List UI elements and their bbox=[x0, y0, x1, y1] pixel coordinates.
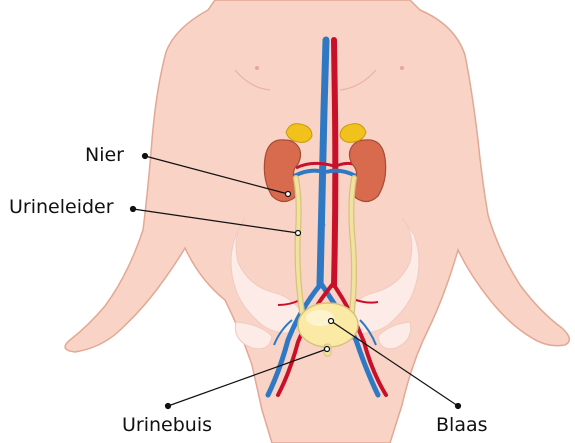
leader-dot-kidney-start bbox=[143, 154, 148, 159]
leader-dot-ureter-start bbox=[131, 207, 136, 212]
nipple-left bbox=[255, 66, 259, 70]
label-kidney: Nier bbox=[85, 146, 124, 165]
nipple-right bbox=[400, 66, 404, 70]
bladder bbox=[298, 303, 358, 347]
aorta bbox=[334, 40, 335, 285]
label-urethra: Urinebuis bbox=[122, 416, 212, 435]
leader-dot-bladder-end bbox=[329, 319, 334, 324]
label-ureter: Urineleider bbox=[9, 198, 114, 217]
leader-dot-bladder-start bbox=[456, 404, 461, 409]
leader-dot-kidney-end bbox=[286, 192, 291, 197]
leader-dot-urethra-start bbox=[166, 404, 171, 409]
leader-dot-urethra-end bbox=[325, 347, 330, 352]
leader-dot-ureter-end bbox=[296, 231, 301, 236]
body-silhouette bbox=[65, 0, 569, 443]
label-bladder: Blaas bbox=[436, 416, 488, 435]
